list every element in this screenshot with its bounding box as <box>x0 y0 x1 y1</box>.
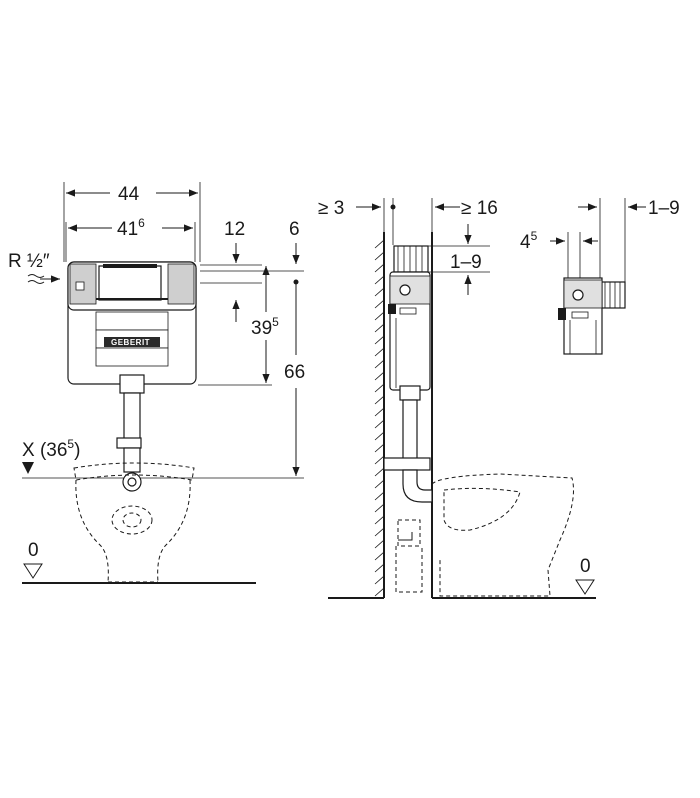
dimension-wall-gap: ≥ 3 <box>318 198 396 245</box>
label-small-offset: 6 <box>289 219 300 240</box>
wall-hatch-line <box>374 455 385 465</box>
wall-hatch-line <box>374 551 385 561</box>
label-water-supply: R ½″ <box>8 251 50 272</box>
dimension-detail-offset: 45 <box>520 229 598 280</box>
label-width-inner: 416 <box>117 216 145 240</box>
label-total-height: 66 <box>284 362 305 383</box>
wall-hatch-line <box>374 527 385 537</box>
label-detail-adjust: 1–9 <box>648 198 680 219</box>
floor-side: 0 <box>575 556 595 595</box>
label-floor-front: 0 <box>28 540 39 561</box>
toilet-pan-side <box>395 473 574 597</box>
side-view: ≥ 3 ≥ 16 1–9 <box>318 198 596 599</box>
wall-hatch-line <box>374 263 385 273</box>
wall-hatch-line <box>374 371 385 381</box>
dimension-total-height: 66 <box>22 279 305 479</box>
wall-hatch-line <box>374 407 385 417</box>
label-pan-height: X (365) <box>22 437 80 461</box>
floor-front: 0 <box>22 540 256 584</box>
wall-section <box>328 232 596 599</box>
wall-hatch-line <box>374 383 385 393</box>
wall-hatch-line <box>374 503 385 513</box>
cistern-front: GEBERIT <box>67 261 197 385</box>
dimension-side-adjust: 1–9 <box>426 224 490 295</box>
wall-hatch-line <box>374 299 385 309</box>
dimension-inlet-height: 395 <box>198 266 279 386</box>
label-side-adjust: 1–9 <box>450 252 482 273</box>
wall-hatch-line <box>374 563 385 573</box>
dimension-top-offset: 12 <box>200 219 262 322</box>
wall-hatch-line <box>374 575 385 585</box>
label-wall-gap: ≥ 3 <box>318 198 344 219</box>
pan-height-label: X (365) <box>22 437 80 474</box>
dimension-width-outer: 44 <box>66 184 198 205</box>
label-depth: ≥ 16 <box>461 198 498 219</box>
cistern-side <box>383 245 433 503</box>
wall-hatch-line <box>374 443 385 453</box>
flush-pipe-front <box>116 374 145 492</box>
wall-hatch-line <box>374 539 385 549</box>
dimension-width-inner: 416 <box>68 216 193 240</box>
wall-hatch-line <box>374 479 385 489</box>
wall-hatch-line <box>374 251 385 261</box>
wall-hatch-line <box>374 587 385 597</box>
label-floor-side: 0 <box>580 556 591 577</box>
label-top-offset: 12 <box>224 219 245 240</box>
label-detail-offset: 45 <box>520 229 538 253</box>
wall-hatch-line <box>374 239 385 249</box>
wall-hatch-line <box>374 287 385 297</box>
water-supply-label: R ½″ <box>8 251 60 284</box>
wall-hatch-line <box>374 311 385 321</box>
dimension-depth: ≥ 16 <box>431 198 498 232</box>
wall-hatch-line <box>374 515 385 525</box>
wall-hatch-line <box>374 347 385 357</box>
detail-view: 1–9 45 <box>520 198 680 355</box>
front-view: 44 416 12 6 <box>8 182 305 584</box>
geberit-logo <box>104 337 160 347</box>
wall-hatch-line <box>374 395 385 405</box>
dimension-detail-adjust: 1–9 <box>578 198 680 282</box>
wall-hatch-line <box>374 323 385 333</box>
wall-hatch-line <box>374 491 385 501</box>
label-inlet-height: 395 <box>251 315 279 339</box>
wall-hatch-line <box>374 467 385 477</box>
wall-hatch-line <box>374 359 385 369</box>
label-width-outer: 44 <box>118 184 140 205</box>
dimension-small-offset: 6 <box>200 219 304 272</box>
wall-hatch-line <box>374 335 385 345</box>
logo-text: GEBERIT <box>111 338 150 347</box>
detail-connector <box>558 277 626 355</box>
wall-hatch-line <box>374 275 385 285</box>
wall-hatch-line <box>374 419 385 429</box>
wall-hatch-line <box>374 431 385 441</box>
